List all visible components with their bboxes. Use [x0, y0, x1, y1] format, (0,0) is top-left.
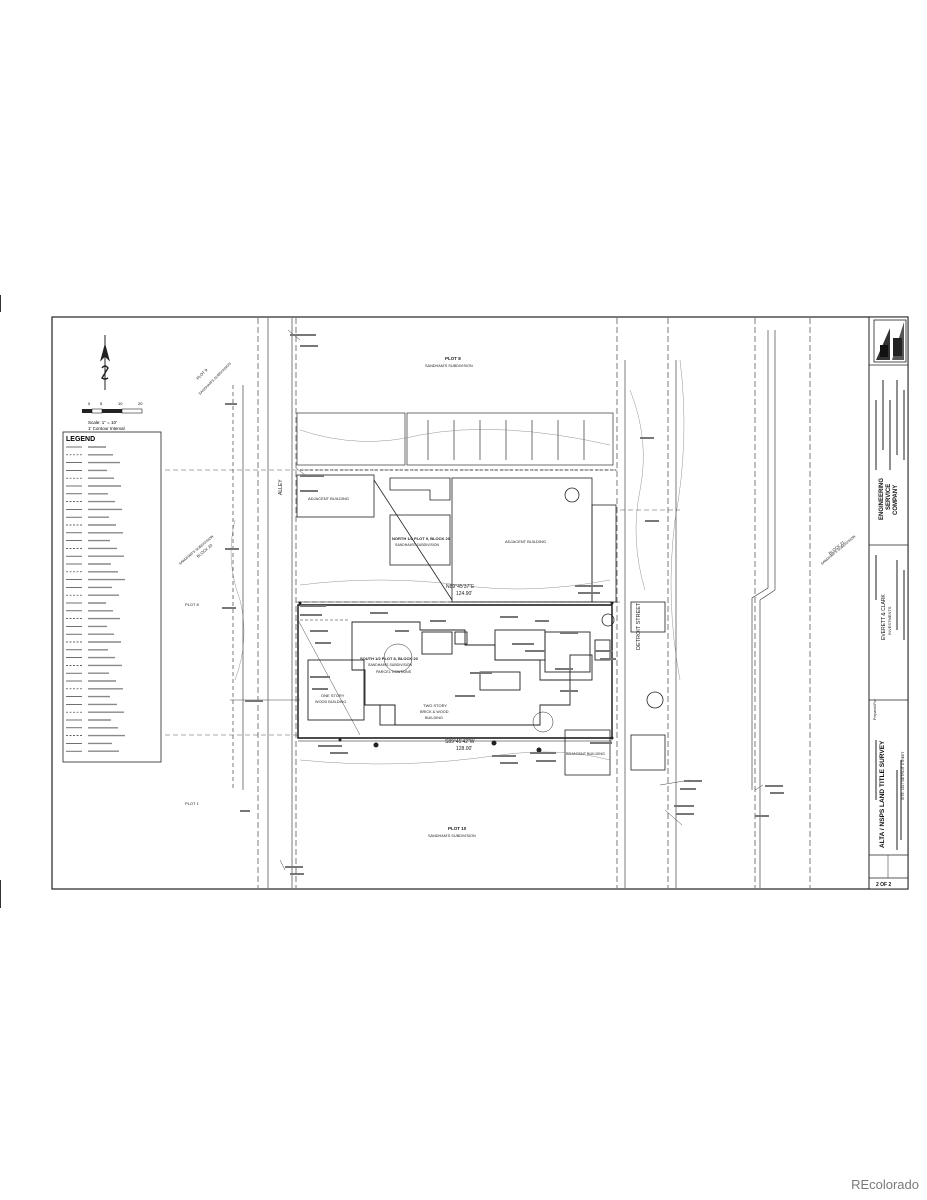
- svg-text:5: 5: [100, 401, 103, 406]
- legend-box: LEGEND: [62, 431, 162, 763]
- bottom-distance: 128.00': [456, 746, 472, 752]
- callout-text: [575, 585, 603, 587]
- callout-text: [765, 785, 783, 787]
- south-half-sub: SANDHAM'S SUBDIVISION: [368, 663, 413, 667]
- plot-left-mid-label: PLOT 8: [185, 602, 199, 607]
- adjacent-building-label-a: ADJACENT BUILDING: [308, 496, 349, 501]
- callout-text: [310, 676, 330, 678]
- callout-text: [240, 810, 250, 812]
- callout-text: [430, 620, 446, 622]
- callout-text: [560, 632, 578, 634]
- callout-text: [600, 658, 616, 660]
- right-of-way-lines: [232, 318, 811, 888]
- north-half-sub: SANDHAM'S SUBDIVISION: [395, 543, 440, 547]
- callout-text: [318, 745, 342, 747]
- callout-text: [640, 437, 654, 439]
- callout-text: [222, 607, 236, 609]
- plot-bottom-label: PLOT 10: [448, 826, 467, 831]
- top-distance: 124.90': [456, 591, 472, 597]
- callout-text: [684, 780, 702, 782]
- callout-text: [330, 752, 348, 754]
- bottom-bearing: S89°45'42"W: [445, 739, 475, 745]
- callout-text: [300, 605, 326, 607]
- client-name-2: INVESTMENTS: [887, 606, 892, 635]
- alley-label: ALLEY: [278, 479, 284, 495]
- svg-text:0: 0: [88, 401, 91, 406]
- svg-text:20: 20: [138, 401, 143, 406]
- prepared-for: Prepared For:: [873, 698, 877, 720]
- callout-text: [578, 592, 600, 594]
- company-name-3: COMPANY: [893, 485, 899, 515]
- callout-text: [300, 614, 322, 616]
- callout-text: [312, 688, 328, 690]
- plot-left-bottom-label: PLOT 1: [185, 801, 199, 806]
- top-bearing: N89°45'37"E: [446, 584, 475, 590]
- carports: [296, 412, 614, 466]
- company-name-1: ENGINEERING: [879, 478, 885, 520]
- site-address: SITE: 1817 DETROIT STREET: [901, 751, 905, 800]
- two-story-sub2: BUILDING: [425, 716, 443, 720]
- callout-text: [395, 630, 409, 632]
- one-story-sub: WOOD BUILDING: [315, 700, 346, 704]
- callout-text: [285, 866, 303, 868]
- callout-text: [370, 612, 388, 614]
- callout-text: [245, 700, 263, 702]
- callout-text: [290, 873, 304, 875]
- callout-text: [645, 520, 659, 522]
- north-half-label: NORTH 1/2 PLOT 9, BLOCK 20: [392, 536, 451, 541]
- company-name-2: SERVICE: [886, 484, 892, 510]
- two-story-label: TWO STORY: [423, 703, 447, 708]
- street-right-label: DETROIT STREET: [636, 602, 642, 650]
- svg-text:10: 10: [118, 401, 123, 406]
- callout-text: [470, 672, 492, 674]
- title-block: ENGINEERING SERVICE COMPANY Prepared For…: [868, 316, 909, 890]
- plot-top-label: PLOT 8: [445, 356, 461, 361]
- callout-text: [680, 788, 696, 790]
- callout-text: [225, 548, 239, 550]
- callout-text: [590, 742, 612, 744]
- watermark-logo: REcolorado: [851, 1177, 919, 1192]
- legend-title: LEGEND: [66, 436, 95, 443]
- two-story-sub: BRICK & WOOD: [420, 710, 449, 714]
- scale-bar: 0 5 10 20 Scale: 1" = 10' 1' Contour Int…: [82, 401, 143, 431]
- plot-bottom-sub: SANDHAM'S SUBDIVISION: [428, 834, 476, 838]
- callout-text: [300, 490, 318, 492]
- sheet-border: [51, 316, 909, 890]
- callout-text: [530, 752, 556, 754]
- callout-text: [525, 650, 545, 652]
- callout-text: [300, 475, 324, 477]
- callout-text: [310, 630, 328, 632]
- callout-text: [315, 642, 331, 644]
- callout-text: [536, 760, 556, 762]
- sheet-number: 2 OF 2: [876, 882, 892, 888]
- callout-text: [674, 805, 694, 807]
- contour-text: 1' Contour Interval: [88, 426, 125, 431]
- parcel-contains: PARCEL CONTAINS: [376, 670, 412, 674]
- callout-text: [512, 643, 534, 645]
- callout-text: [290, 334, 316, 336]
- callout-text: [595, 650, 613, 652]
- scale-text: Scale: 1" = 10': [88, 420, 117, 425]
- callout-text: [535, 620, 549, 622]
- one-story-label: ONE STORY: [321, 693, 345, 698]
- client-name-1: EVERETT & CLARK: [881, 594, 887, 640]
- callout-text: [500, 616, 518, 618]
- callout-text: [492, 755, 516, 757]
- callout-text: [555, 668, 573, 670]
- callout-text: [560, 690, 578, 692]
- adjacent-building-label-b: ADJACENT BUILDING: [505, 539, 546, 544]
- callout-text: [676, 813, 694, 815]
- callout-text: [755, 815, 769, 817]
- callout-text: [455, 695, 475, 697]
- adjacent-building-label-c: ADJACENT BUILDING: [566, 752, 605, 756]
- callout-text: [770, 792, 784, 794]
- callout-text: [500, 762, 518, 764]
- callout-text: [300, 345, 318, 347]
- north-arrow-icon: [100, 335, 110, 390]
- callout-text: [225, 403, 237, 405]
- plot-top-sub: SANDHAM'S SUBDIVISION: [425, 364, 473, 368]
- survey-title: ALTA / NSPS LAND TITLE SURVEY: [879, 740, 886, 848]
- south-half-label: SOUTH 1/2 PLOT 8, BLOCK 20: [360, 656, 419, 661]
